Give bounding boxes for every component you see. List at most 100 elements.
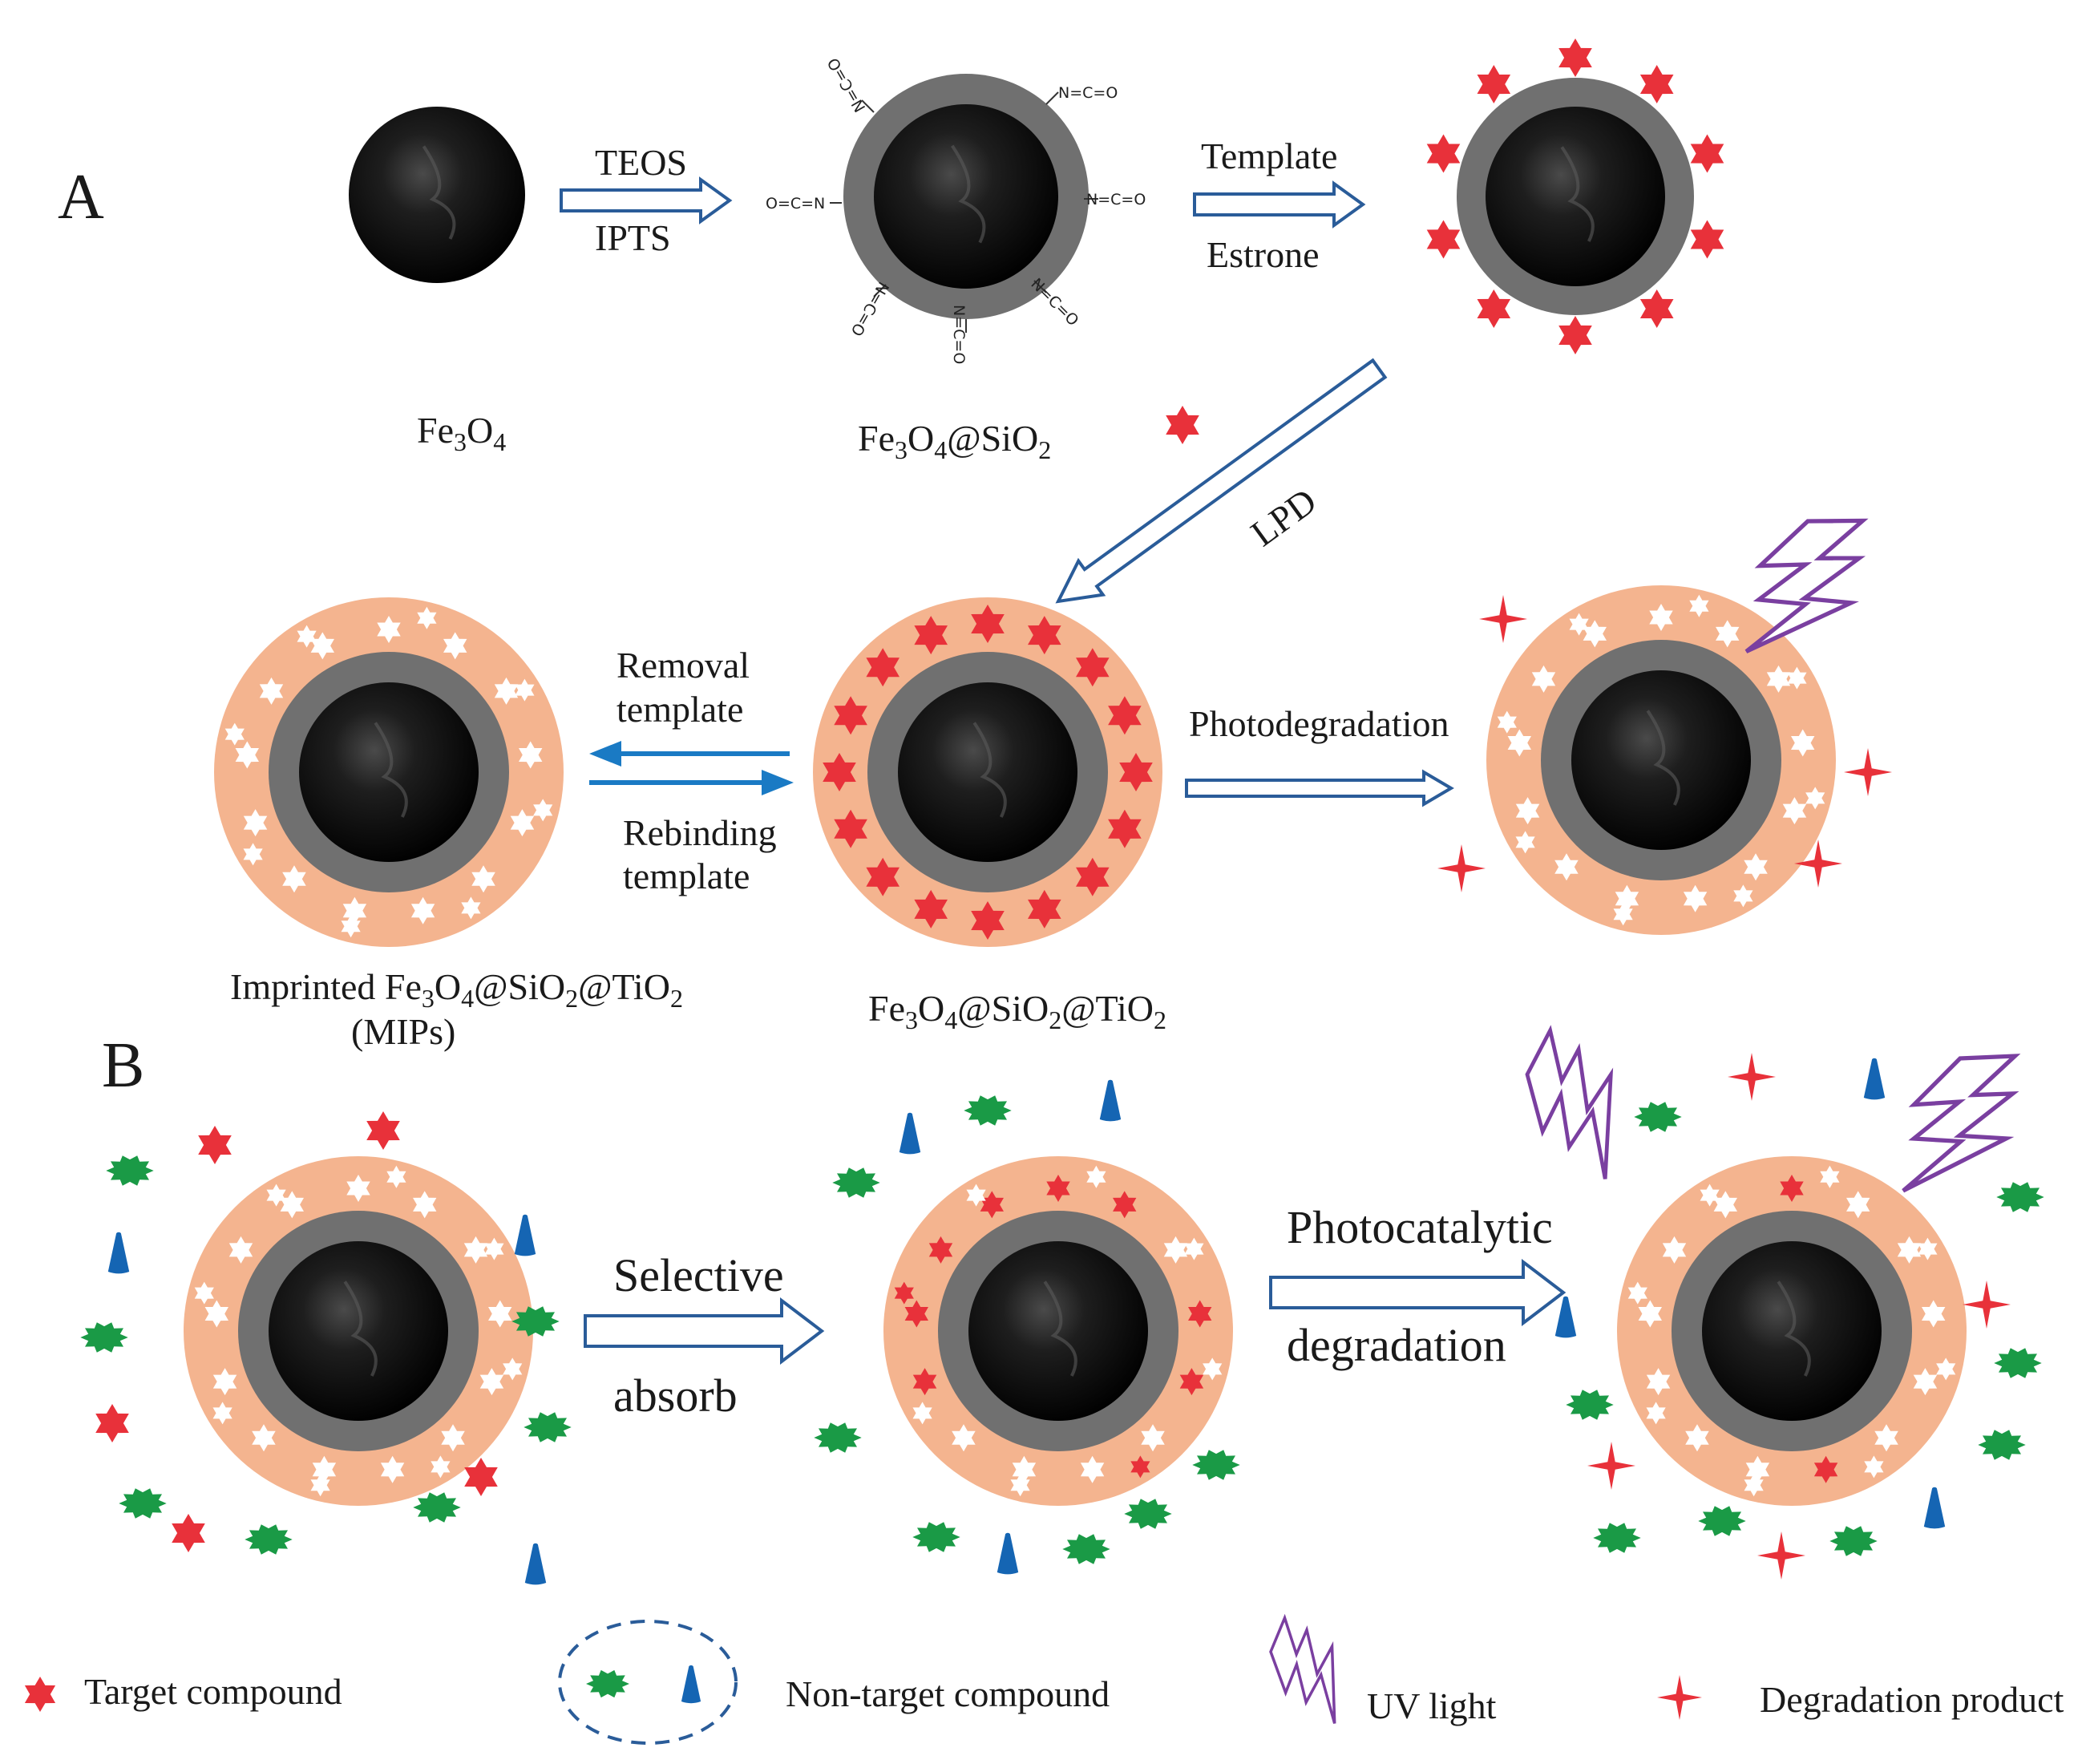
uv-light-bolt-icon	[1525, 1025, 1614, 1179]
non-target-blob-icon	[964, 1095, 1012, 1126]
loaded-target-star	[1076, 648, 1110, 687]
imprint-cavity	[1184, 1237, 1204, 1260]
imprint-cavity	[310, 632, 334, 660]
imprint-cavity	[1683, 884, 1708, 912]
non-target-cone-icon	[1099, 1079, 1122, 1122]
non-target-blob-icon	[1192, 1450, 1240, 1480]
isocyanate-label: N=C=O	[824, 55, 869, 115]
degradation-label: degradation	[1287, 1319, 1506, 1371]
imprint-cavity	[1733, 884, 1753, 908]
non-target-blob-icon	[413, 1492, 461, 1523]
non-target-blob-icon	[1124, 1499, 1172, 1529]
rebinding-template-label: template	[623, 856, 750, 896]
template-target-star	[1639, 65, 1674, 103]
imprint-cavity	[1515, 797, 1540, 825]
non-target-blob-icon	[106, 1155, 154, 1186]
imprint-cavity	[1203, 1357, 1223, 1381]
imprint-cavity	[377, 616, 401, 643]
imprint-cavity	[443, 632, 467, 660]
imprint-cavity	[479, 1368, 504, 1396]
teos-ipts-arrow	[560, 176, 733, 225]
imprint-cavity	[259, 677, 284, 705]
degradation-product-icon	[1844, 748, 1892, 796]
bound-target-star	[894, 1281, 914, 1305]
imprint-cavity	[1615, 884, 1639, 912]
loaded-target-star	[834, 696, 867, 735]
fe3o4-label: Fe3O4	[417, 410, 506, 456]
imprint-cavity	[463, 1236, 488, 1264]
non-target-cone-icon	[524, 1543, 547, 1585]
bound-target-star	[980, 1191, 1004, 1219]
non-target-blob-icon	[1698, 1506, 1746, 1536]
imprint-cavity	[413, 1191, 437, 1219]
imprint-cavity	[194, 1281, 214, 1305]
imprint-cavity	[1613, 903, 1633, 926]
rebinding-label: Rebinding	[623, 812, 777, 853]
imprint-cavity	[1791, 729, 1815, 757]
imprint-cavity	[297, 625, 317, 648]
imprint-cavity	[204, 1300, 228, 1328]
panel-b-label: B	[102, 1030, 144, 1101]
imprint-cavity	[1782, 797, 1807, 825]
imprint-cavity	[235, 741, 259, 769]
removal-label: Removal	[617, 645, 750, 686]
imprint-cavity	[228, 1236, 253, 1264]
imprint-cavity	[1141, 1424, 1165, 1452]
imprint-cavity	[471, 865, 495, 893]
degradation-product-icon	[1963, 1281, 2011, 1329]
loaded-target-star	[1119, 753, 1153, 791]
isocyanate-label: O=C=N	[766, 195, 825, 212]
legend-blob-icon	[586, 1669, 629, 1698]
non-target-blob-icon	[912, 1522, 960, 1552]
template-target-star	[1558, 38, 1592, 77]
imprint-cavity	[1638, 1300, 1662, 1328]
imprint-cavity	[417, 606, 437, 629]
legend-product-icon	[1657, 1675, 1702, 1720]
imprint-cavity	[1554, 853, 1579, 881]
imprint-cavity	[280, 1191, 304, 1219]
target-star-icon	[198, 1126, 232, 1164]
scatter-layer	[80, 406, 2044, 1585]
non-target-blob-icon	[511, 1306, 560, 1337]
legend-uv-bolt-icon	[1269, 1613, 1336, 1724]
fe3o4-particle	[349, 107, 525, 283]
non-target-blob-icon	[1996, 1182, 2044, 1212]
bound-target-star	[1179, 1368, 1204, 1396]
template-bound-particle-core-highlight	[1560, 146, 1595, 242]
isocyanate-label: N=C=O	[847, 279, 892, 339]
template-target-star	[1690, 134, 1724, 173]
imprint-cavity	[266, 1183, 286, 1207]
degradation-product-icon	[1728, 1053, 1776, 1101]
template-target-star	[1426, 134, 1461, 173]
non-target-blob-icon	[1994, 1348, 2042, 1378]
imprint-cavity	[1766, 665, 1791, 693]
imprint-cavity	[1515, 831, 1535, 854]
photodegradation-label: Photodegradation	[1189, 703, 1449, 744]
loaded-target-star	[1108, 696, 1142, 735]
imprint-cavity	[441, 1424, 465, 1452]
imprint-cavity	[1700, 1183, 1720, 1207]
imprint-cavity	[1507, 729, 1531, 757]
imprint-cavity	[1012, 1455, 1037, 1483]
fe3o4-sio2-particle-core-highlight	[951, 144, 986, 244]
non-target-blob-icon	[1062, 1534, 1110, 1564]
imprint-cavity	[431, 1455, 451, 1479]
panel-a-label: A	[58, 162, 104, 233]
imprint-cavity	[1649, 604, 1673, 631]
imprint-cavity	[1583, 620, 1607, 648]
imprint-cavity	[1010, 1474, 1030, 1497]
target-star-icon	[366, 1111, 400, 1150]
degradation-product-icon	[1587, 1442, 1635, 1490]
imprint-cavity	[346, 1175, 370, 1202]
fe3o4-sio2-label: Fe3O4@SiO2	[858, 418, 1051, 464]
legend-target-text: Target compound	[84, 1671, 342, 1712]
bound-target-star	[1813, 1455, 1838, 1483]
imprint-cavity	[1689, 594, 1709, 617]
imprint-cavity	[519, 741, 543, 769]
imprint-cavity	[484, 1237, 504, 1260]
non-target-blob-icon	[1593, 1523, 1641, 1553]
loaded-target-star	[1028, 616, 1061, 655]
isocyanate-label: N=C=O	[1086, 191, 1146, 208]
removal-template-label: template	[617, 689, 743, 730]
